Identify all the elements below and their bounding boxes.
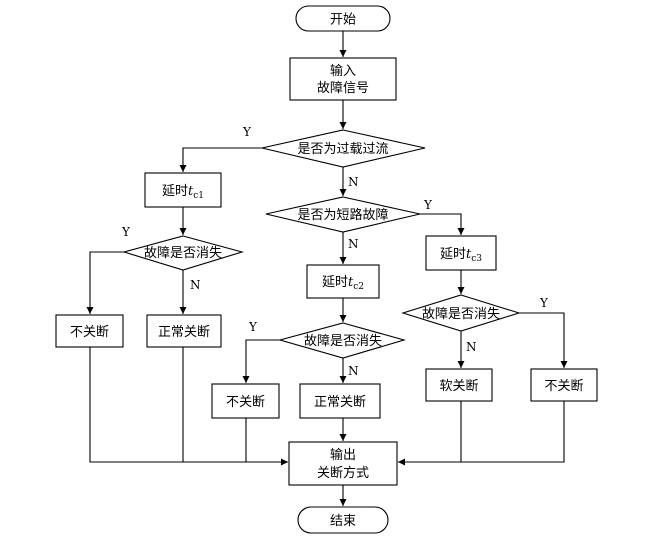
short-yes-label: Y (423, 198, 433, 212)
branch-labels: Y N Y N Y N Y N Y N (121, 125, 549, 378)
input-label-line1: 输入 (330, 63, 356, 79)
no-break-box-3: 不关断 (530, 368, 598, 402)
delay-tc1-box: 延时tc1 (144, 172, 222, 208)
no-break-box-1: 不关断 (55, 314, 124, 348)
soft-shutdown-box: 软关断 (425, 368, 493, 402)
normal-shutdown-box-2: 正常关断 (299, 383, 381, 419)
fault2-yes-label: Y (248, 320, 258, 334)
decision-fault-1-label: 故障是否消失 (144, 246, 222, 261)
edge-collect-left (89, 347, 288, 466)
fault1-no-label: N (190, 278, 201, 292)
normal-shutdown-1-label: 正常关断 (158, 325, 210, 340)
delay-tc1-label: 延时 (162, 184, 188, 199)
delay-tc3-box: 延时tc3 (425, 235, 497, 271)
delay-tc2-box: 延时tc2 (306, 264, 380, 299)
fault3-yes-label: Y (539, 296, 549, 310)
svg-text:延时tc2: 延时tc2 (322, 275, 364, 292)
output-box: 输出 关断方式 (288, 441, 398, 486)
edge-fault2-yes-nobreak2 (242, 339, 280, 383)
decision-fault-2: 故障是否消失 (277, 322, 406, 359)
input-box: 输入 故障信号 (289, 57, 397, 101)
delay-tc3-symbol: t (466, 247, 472, 262)
overload-no-label: N (348, 175, 359, 189)
delay-tc2-label: 延时 (322, 275, 348, 290)
delay-tc3-label: 延时 (440, 247, 466, 262)
fault1-yes-label: Y (121, 225, 131, 239)
input-label-line2: 故障信号 (317, 81, 369, 96)
edge-fault3-yes-nobreak3 (519, 312, 568, 368)
decision-fault-1: 故障是否消失 (122, 235, 244, 271)
short-no-label: N (348, 237, 359, 251)
delay-tc2-symbol: t (348, 275, 354, 290)
no-break-1-label: 不关断 (70, 325, 109, 340)
end-label: 结束 (330, 514, 356, 529)
delay-tc1-symbol: t (188, 184, 194, 199)
edge-fault1-yes-nobreak1 (86, 251, 124, 314)
decision-fault-3-label: 故障是否消失 (422, 307, 500, 322)
no-break-box-2: 不关断 (211, 383, 280, 419)
connectors (86, 31, 568, 506)
overload-yes-label: Y (242, 125, 252, 139)
output-label-line1: 输出 (330, 447, 356, 463)
no-break-2-label: 不关断 (226, 395, 265, 410)
edge-short-yes-delay3 (420, 213, 465, 235)
start-label: 开始 (330, 13, 356, 28)
normal-shutdown-box-1: 正常关断 (146, 314, 222, 348)
edge-collect-right (398, 401, 565, 466)
decision-overload-label: 是否为过载过流 (297, 142, 388, 157)
soft-shutdown-label: 软关断 (439, 379, 478, 394)
decision-short-label: 是否为短路故障 (297, 207, 388, 223)
edge-overload-yes-delay1 (179, 147, 262, 172)
delay-tc2-sub: c2 (353, 282, 364, 292)
output-label-line2: 关断方式 (317, 465, 369, 481)
svg-text:延时tc1: 延时tc1 (162, 184, 204, 201)
delay-tc1-sub: c1 (193, 191, 204, 201)
delay-tc3-sub: c3 (471, 254, 482, 264)
fault2-no-label: N (348, 364, 359, 378)
decision-short: 是否为短路故障 (265, 196, 421, 233)
normal-shutdown-2-label: 正常关断 (314, 395, 366, 410)
decision-overload: 是否为过载过流 (261, 129, 426, 168)
end-terminal: 结束 (297, 506, 389, 534)
decision-fault-2-label: 故障是否消失 (304, 334, 382, 349)
fault3-no-label: N (466, 340, 477, 354)
decision-fault-3: 故障是否消失 (401, 294, 521, 332)
svg-text:延时tc3: 延时tc3 (440, 247, 482, 264)
start-terminal: 开始 (295, 5, 391, 32)
no-break-3-label: 不关断 (544, 379, 583, 394)
